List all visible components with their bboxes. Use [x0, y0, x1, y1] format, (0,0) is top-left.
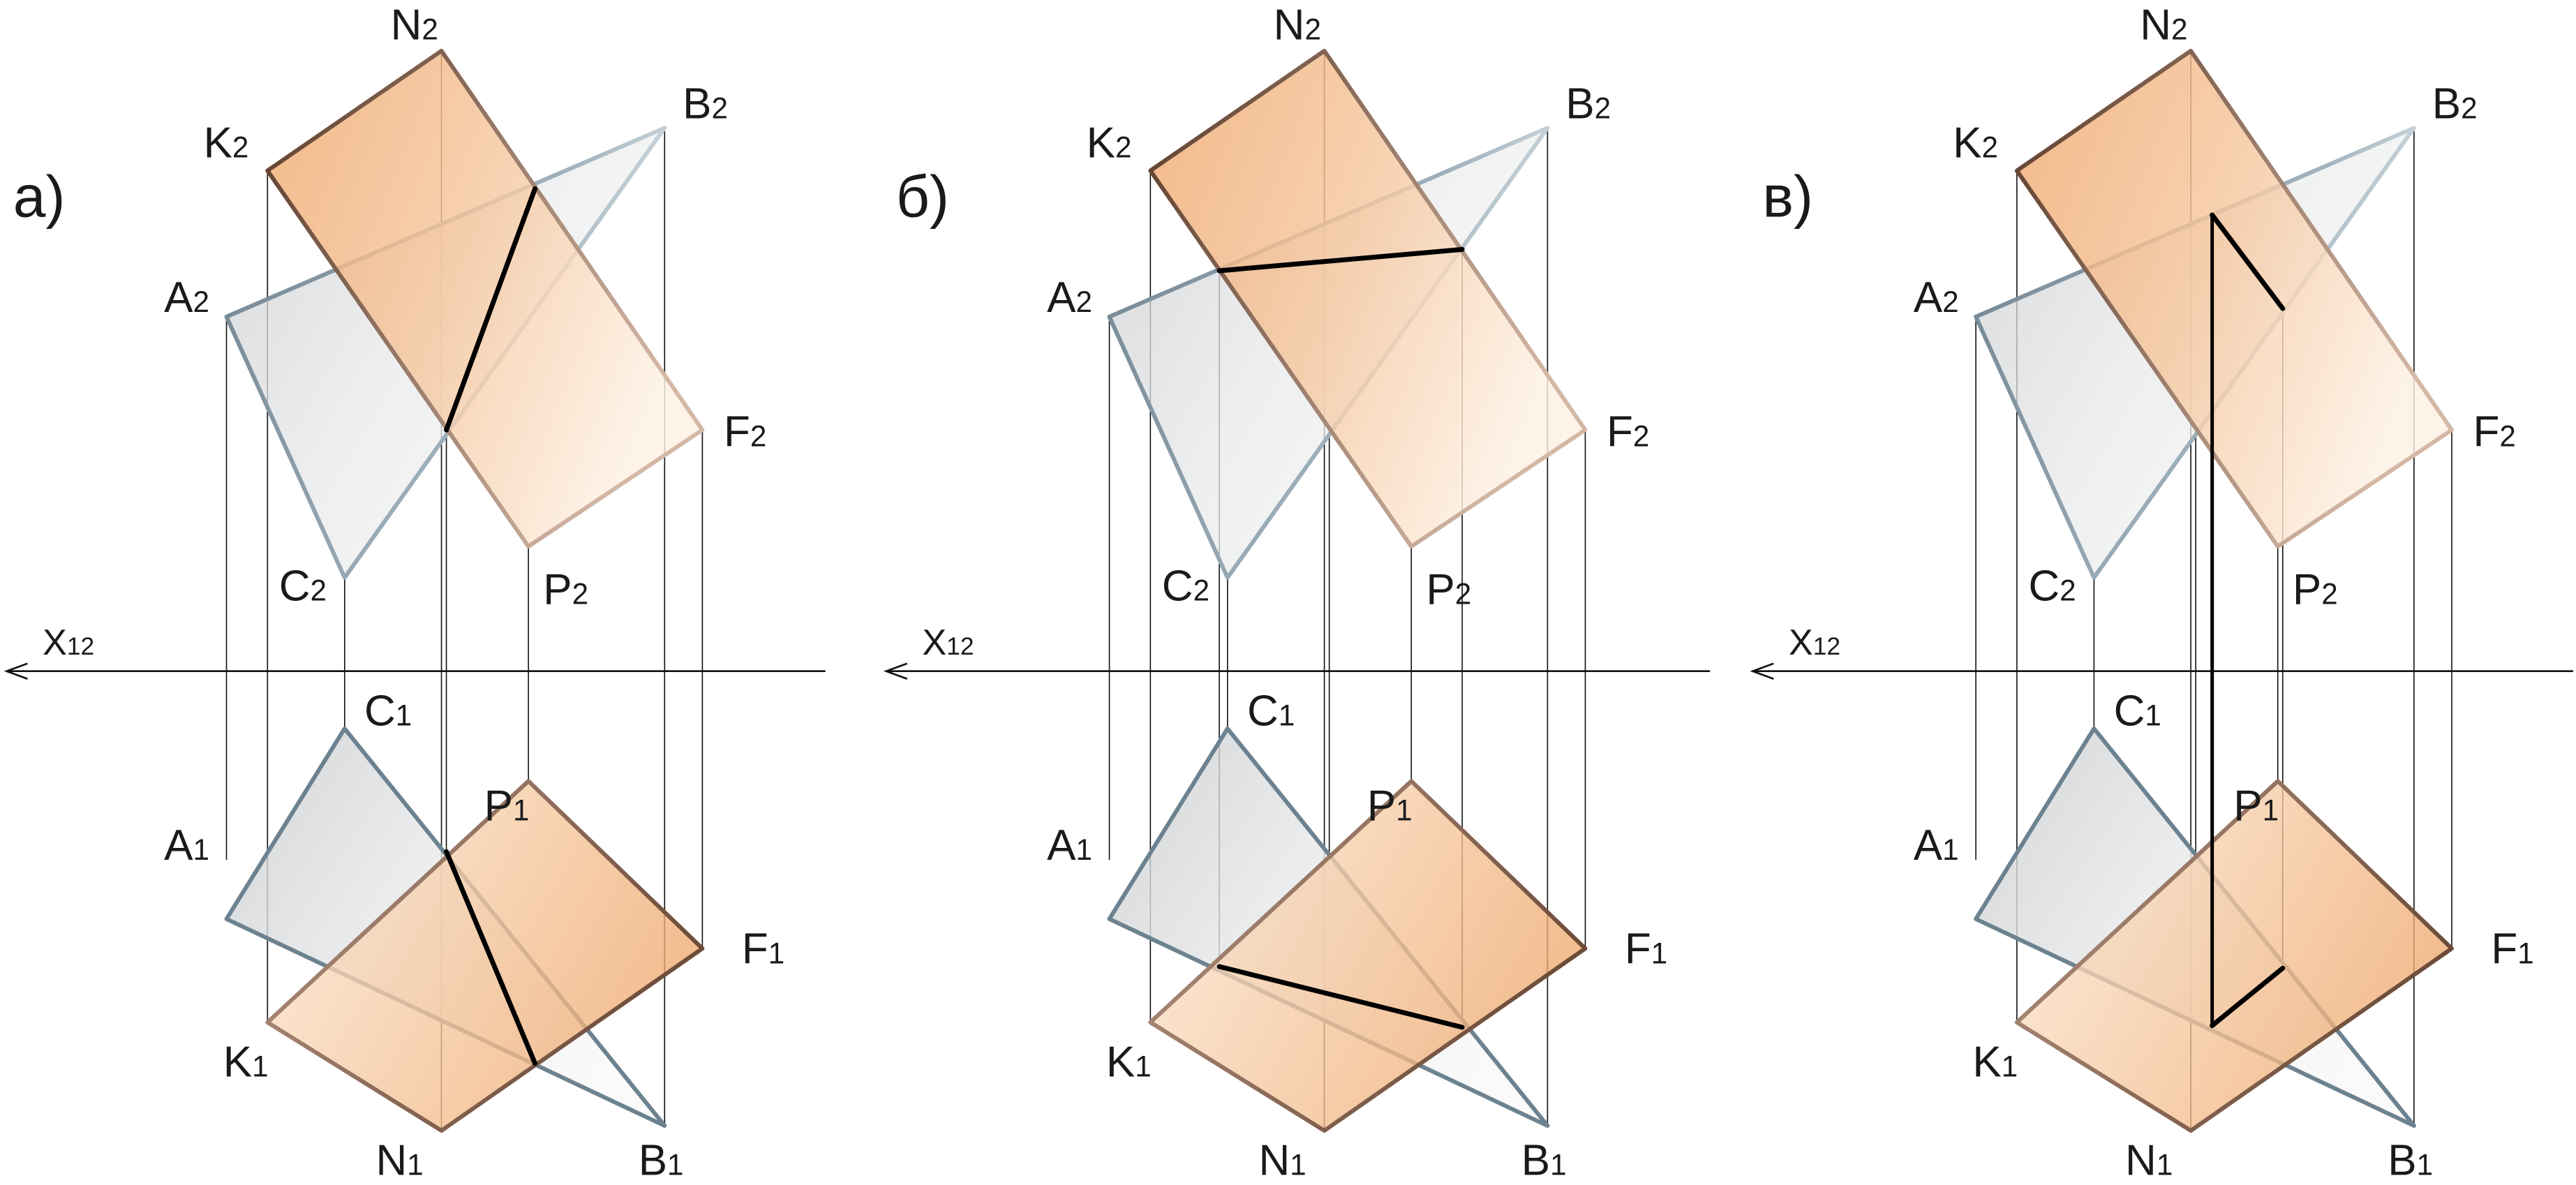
point-label-f2: F2 [724, 408, 766, 456]
intersection-lines [2210, 212, 2286, 1029]
plane-knfp-horizontal [2014, 779, 2454, 1133]
point-label-k2: K2 [1087, 119, 1132, 167]
point-label-f2: F2 [1607, 408, 1649, 456]
point-label-a2: A2 [1914, 274, 1959, 322]
point-label-c1: C1 [2114, 687, 2161, 735]
axis-label: X12 [922, 623, 974, 663]
point-label-b1: B1 [2388, 1137, 2433, 1182]
point-label-f1: F1 [2491, 925, 2533, 973]
panel-label: а) [13, 163, 66, 229]
point-label-f1: F1 [742, 925, 784, 973]
point-label-k1: K1 [223, 1038, 269, 1087]
panel-label: в) [1762, 163, 1813, 229]
point-label-c2: C2 [1162, 562, 1209, 611]
point-label-n1: N1 [1259, 1137, 1306, 1182]
point-label-b1: B1 [639, 1137, 684, 1182]
point-label-c1: C1 [364, 687, 412, 735]
intersection-lines [1216, 246, 1465, 1030]
plane-knfp-frontal [1148, 48, 1588, 549]
point-label-c2: C2 [2028, 562, 2076, 611]
point-label-b1: B1 [1521, 1137, 1567, 1182]
point-label-n1: N1 [375, 1137, 423, 1182]
point-label-k2: K2 [1953, 119, 1998, 167]
axis-x12: X12 [3, 623, 826, 680]
point-label-a1: A1 [164, 821, 209, 870]
point-label-n2: N2 [2140, 1, 2187, 49]
panel-label: б) [896, 163, 949, 229]
axis-label: X12 [43, 623, 94, 663]
point-label-a1: A1 [1047, 821, 1092, 870]
axis-x12: X12 [1750, 623, 2573, 680]
axis-label: X12 [1789, 623, 1840, 663]
point-label-a1: A1 [1914, 821, 1959, 870]
point-label-k1: K1 [1106, 1038, 1152, 1087]
point-label-f1: F1 [1625, 925, 1667, 973]
axis-arrow-icon [3, 662, 28, 680]
point-label-b2: B2 [1565, 80, 1611, 128]
axis-arrow-icon [1750, 662, 1774, 680]
point-label-c1: C1 [1247, 687, 1295, 735]
plane-knfp-horizontal [1148, 779, 1588, 1133]
point-label-p1: P1 [2233, 782, 2279, 830]
point-label-c2: C2 [279, 562, 327, 611]
point-label-a2: A2 [164, 274, 209, 322]
plane-knfp-frontal [2014, 48, 2454, 549]
point-label-p2: P2 [1426, 565, 1471, 613]
point-label-k2: K2 [204, 119, 249, 167]
point-label-n2: N2 [1274, 1, 1321, 49]
point-label-k1: K1 [1972, 1038, 2018, 1087]
axis-x12: X12 [883, 623, 1711, 680]
point-label-a2: A2 [1047, 274, 1092, 322]
point-label-b2: B2 [2432, 80, 2478, 128]
plane-knfp-horizontal [265, 779, 705, 1133]
point-label-p1: P1 [1367, 782, 1413, 830]
axis-arrow-icon [883, 662, 908, 680]
point-label-n2: N2 [391, 1, 438, 49]
point-label-p2: P2 [2293, 565, 2338, 613]
point-label-f2: F2 [2473, 408, 2516, 456]
plane-knfp-frontal [265, 48, 705, 549]
point-label-n1: N1 [2125, 1137, 2173, 1182]
point-label-b2: B2 [683, 80, 728, 128]
point-label-p1: P1 [484, 782, 530, 830]
point-label-p2: P2 [543, 565, 588, 613]
intersection-lines [444, 186, 538, 1066]
